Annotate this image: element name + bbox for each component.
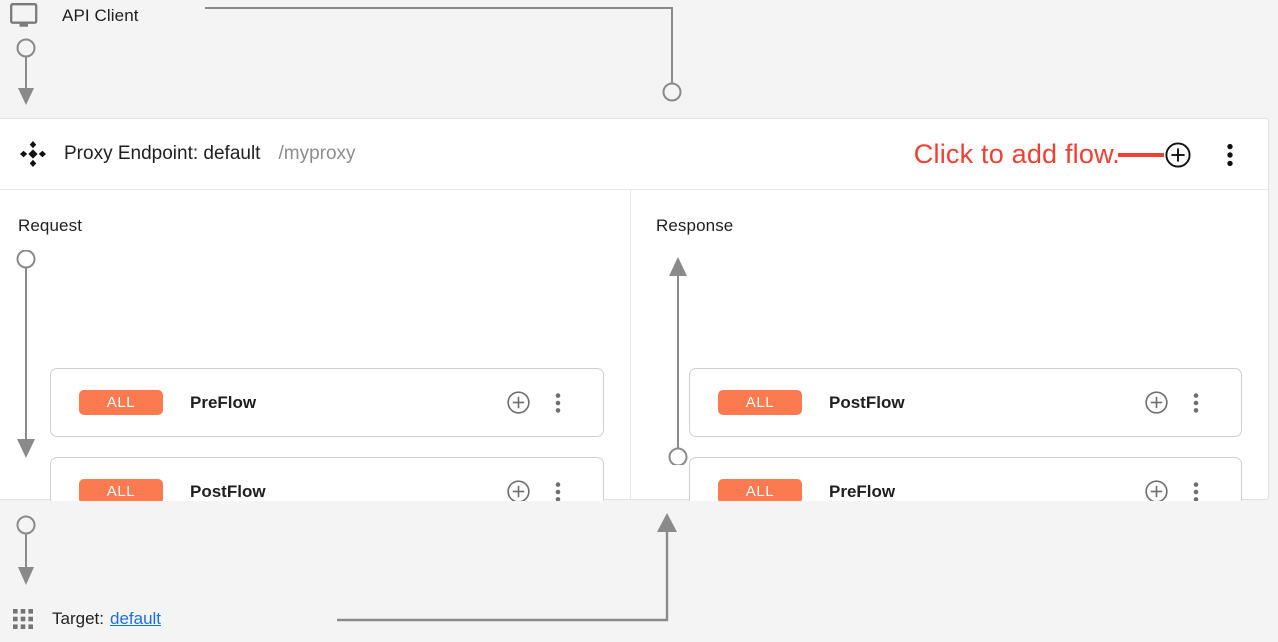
target-row: Target: default: [12, 608, 161, 630]
response-flow-arrow: [668, 257, 688, 465]
proxy-endpoint-header: Proxy Endpoint: default /myproxy Click t…: [0, 119, 1268, 190]
add-step-button[interactable]: [507, 480, 530, 503]
request-column-title: Request: [18, 216, 83, 235]
flow-card[interactable]: ALL PostFlow: [689, 368, 1242, 437]
flow-kebab-menu-icon[interactable]: [1168, 481, 1241, 503]
flow-columns: Request ALL PreFlow: [0, 190, 1268, 526]
target-label: Target:: [52, 609, 104, 628]
endpoint-base-path: /myproxy: [278, 143, 356, 164]
annotation-pointer-line: [1118, 152, 1164, 157]
flow-kebab-menu-icon[interactable]: [1168, 392, 1241, 414]
status-badge: ALL: [79, 479, 163, 504]
flow-name: PostFlow: [829, 392, 905, 412]
api-client-row: API Client: [10, 0, 139, 32]
add-flow-button[interactable]: [1165, 141, 1191, 168]
monitor-icon: [10, 3, 40, 29]
header-actions: Click to add flow.: [914, 119, 1268, 190]
flow-name: PreFlow: [829, 481, 896, 501]
request-column: Request ALL PreFlow: [0, 190, 631, 526]
grid-dots-icon: [12, 608, 34, 630]
status-badge: ALL: [718, 479, 802, 504]
api-client-zone: API Client: [0, 0, 1278, 118]
page-title: Proxy Endpoint: default: [64, 143, 261, 164]
target-down-arrow: [16, 515, 36, 585]
response-column: Response ALL PostFlow: [631, 190, 1268, 526]
flow-name: PostFlow: [190, 481, 266, 501]
target-zone: Target: default: [0, 501, 1278, 642]
status-badge: ALL: [718, 390, 802, 415]
flow-kebab-menu-icon[interactable]: [530, 392, 603, 414]
response-column-title: Response: [656, 216, 734, 235]
flow-name: PreFlow: [190, 392, 257, 412]
annotation-callout: Click to add flow.: [913, 139, 1120, 169]
flow-card[interactable]: ALL PreFlow: [50, 368, 604, 437]
add-step-button[interactable]: [507, 391, 530, 414]
target-endpoint-link[interactable]: default: [109, 609, 162, 628]
request-flow-list: ALL PreFlow: [50, 368, 604, 546]
add-step-button[interactable]: [1145, 480, 1168, 503]
request-flow-arrow: [16, 250, 36, 458]
endpoint-kebab-menu-icon[interactable]: [1191, 142, 1268, 168]
proxy-endpoint-panel: Proxy Endpoint: default /myproxy Click t…: [0, 118, 1269, 526]
target-return-connector: [337, 513, 677, 622]
status-badge: ALL: [79, 390, 163, 415]
flow-kebab-menu-icon[interactable]: [530, 481, 603, 503]
response-flow-list: ALL PostFlow: [689, 368, 1242, 546]
add-step-button[interactable]: [1145, 391, 1168, 414]
move-handle-icon[interactable]: [0, 141, 46, 167]
api-client-label: API Client: [62, 6, 139, 25]
